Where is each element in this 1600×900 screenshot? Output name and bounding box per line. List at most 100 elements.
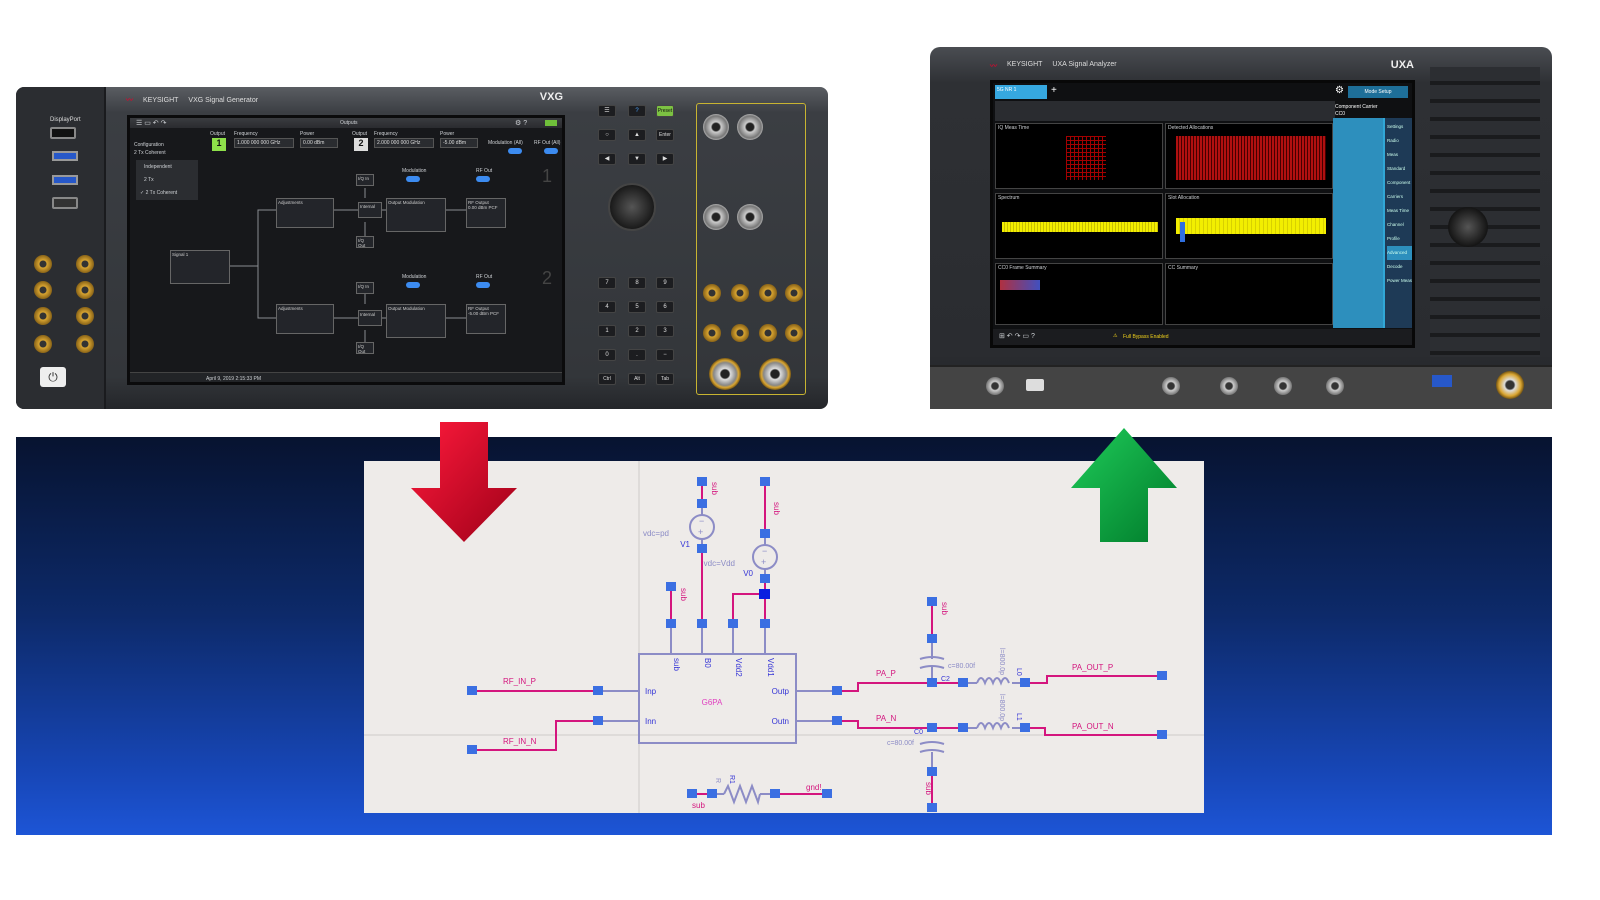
softkey[interactable]: Channel Profile (1387, 222, 1404, 241)
uxa-touchscreen[interactable]: 5G NR 1 + ⚙ Mode Setup Component Carrier… (990, 80, 1415, 348)
pin-terminal[interactable] (760, 574, 770, 583)
modulation-all-toggle[interactable] (508, 148, 522, 154)
signal-block[interactable]: Signal 1 (170, 250, 230, 284)
rf-out-toggle-2[interactable] (476, 282, 490, 288)
key-0[interactable]: 0 (598, 349, 616, 361)
pin-terminal[interactable] (697, 499, 707, 508)
key-8[interactable]: 8 (628, 277, 646, 289)
l1-inductor-symbol[interactable] (976, 722, 1010, 731)
mode-tab[interactable]: 5G NR 1 (995, 85, 1047, 99)
preset-key[interactable]: Preset (656, 105, 674, 117)
adjustments-block-2[interactable]: Adjustments (276, 304, 334, 334)
pin-terminal[interactable] (760, 619, 770, 628)
rf-output-block-2[interactable]: RF Output-5.00 dBm PCF (466, 304, 506, 334)
pin-terminal[interactable] (697, 544, 707, 553)
output-modulation-block-2[interactable]: Output Modulation (386, 304, 446, 338)
pin-terminal[interactable] (832, 686, 842, 695)
pin-terminal[interactable] (593, 716, 603, 725)
ctrl-key[interactable]: Ctrl (598, 373, 616, 385)
pin-terminal[interactable] (697, 619, 707, 628)
enter-key[interactable]: Enter (656, 129, 674, 141)
pin-terminal[interactable] (822, 789, 832, 798)
key-1[interactable]: 1 (598, 325, 616, 337)
key-5[interactable]: 5 (628, 301, 646, 313)
settings-icon[interactable]: ⚙ ? (515, 120, 528, 127)
alt-key[interactable]: Alt (628, 373, 646, 385)
help-key[interactable]: ? (628, 105, 646, 117)
output2-badge[interactable]: 2 (354, 138, 368, 151)
right-arrow-key[interactable]: ▶ (656, 153, 674, 165)
pin-terminal[interactable] (958, 723, 968, 732)
key-9[interactable]: 9 (656, 277, 674, 289)
key-7[interactable]: 7 (598, 277, 616, 289)
configuration-dropdown[interactable]: 2 Tx Coherent (134, 150, 166, 156)
pin-terminal[interactable] (707, 789, 717, 798)
pin-terminal[interactable] (1020, 723, 1030, 732)
output2-power-field[interactable]: -5.00 dBm (440, 138, 478, 148)
pin-terminal[interactable] (467, 686, 477, 695)
output1-power-field[interactable]: 0.00 dBm (300, 138, 338, 148)
up-arrow-key[interactable]: ▲ (628, 129, 646, 141)
slot-allocation-panel[interactable]: Slot Allocation (1165, 193, 1333, 259)
mode-setup-button[interactable]: Mode Setup (1348, 86, 1408, 98)
c2-capacitor-symbol[interactable] (919, 656, 945, 669)
pin-terminal[interactable] (927, 767, 937, 776)
pin-terminal[interactable] (467, 745, 477, 754)
power-button[interactable]: ⏻ (40, 367, 66, 387)
iq-in-block-1[interactable]: I/Q In (356, 174, 374, 186)
softkey[interactable]: Decode (1387, 264, 1403, 269)
config-option[interactable]: 2 Tx (144, 177, 154, 183)
pin-terminal[interactable] (770, 789, 780, 798)
output-modulation-block-1[interactable]: Output Modulation (386, 198, 446, 232)
softkey[interactable]: Radio (1387, 138, 1399, 143)
softkey[interactable]: Power Meas (1387, 278, 1413, 283)
cc-summary-panel[interactable]: CC Summary (1165, 263, 1333, 325)
config-option[interactable]: Independent (144, 164, 172, 170)
rf-out-toggle-1[interactable] (476, 176, 490, 182)
key-4[interactable]: 4 (598, 301, 616, 313)
softkey[interactable]: Settings (1387, 124, 1404, 129)
uxa-keypad[interactable] (1430, 67, 1540, 357)
pin-terminal[interactable] (666, 582, 676, 591)
left-arrow-key[interactable]: ◀ (598, 153, 616, 165)
pin-terminal[interactable] (927, 723, 937, 732)
adjustments-block-1[interactable]: Adjustments (276, 198, 334, 228)
r1-resistor-symbol[interactable] (723, 783, 761, 806)
key-decimal[interactable]: . (628, 349, 646, 361)
menu-key[interactable]: ☰ (598, 105, 616, 117)
c0-capacitor-symbol[interactable] (919, 741, 945, 753)
pin-terminal[interactable] (760, 477, 770, 486)
pin-terminal[interactable] (728, 619, 738, 628)
home-key[interactable]: ○ (598, 129, 616, 141)
pin-terminal[interactable] (1020, 678, 1030, 687)
pin-terminal[interactable] (593, 686, 603, 695)
menu-icon[interactable]: ☰ ▭ ↶ ↷ (136, 120, 167, 127)
tab-key[interactable]: Tab (656, 373, 674, 385)
rotary-knob[interactable] (608, 183, 656, 231)
add-tab-icon[interactable]: + (1051, 85, 1057, 96)
pin-terminal[interactable] (927, 678, 937, 687)
pin-terminal[interactable] (927, 597, 937, 606)
key-minus[interactable]: − (656, 349, 674, 361)
internal-block-2[interactable]: Internal (358, 310, 382, 326)
pin-terminal[interactable] (927, 634, 937, 643)
pin-terminal[interactable] (832, 716, 842, 725)
iq-out-block-1[interactable]: I/Q Out (356, 236, 374, 248)
pin-terminal[interactable] (927, 803, 937, 812)
v0-source-symbol[interactable] (752, 544, 778, 570)
pin-terminal[interactable] (697, 477, 707, 486)
pin-terminal[interactable] (687, 789, 697, 798)
rotary-knob[interactable] (1448, 207, 1488, 247)
v1-source-symbol[interactable] (689, 514, 715, 540)
detected-allocations-panel[interactable]: Detected Allocations (1165, 123, 1333, 189)
pin-terminal[interactable] (958, 678, 968, 687)
frame-summary-panel[interactable]: CC0 Frame Summary (995, 263, 1163, 325)
windows-icon[interactable]: ⊞ ↶ ↷ ▭ ? (999, 333, 1035, 340)
iq-meas-time-panel[interactable]: IQ Meas Time (995, 123, 1163, 189)
softkey[interactable]: Component Carriers (1387, 180, 1411, 199)
output1-frequency-field[interactable]: 1.000 000 000 GHz (234, 138, 294, 148)
modulation-toggle-1[interactable] (406, 176, 420, 182)
pin-terminal[interactable] (1157, 671, 1167, 680)
softkey[interactable]: Meas Time (1387, 208, 1410, 213)
